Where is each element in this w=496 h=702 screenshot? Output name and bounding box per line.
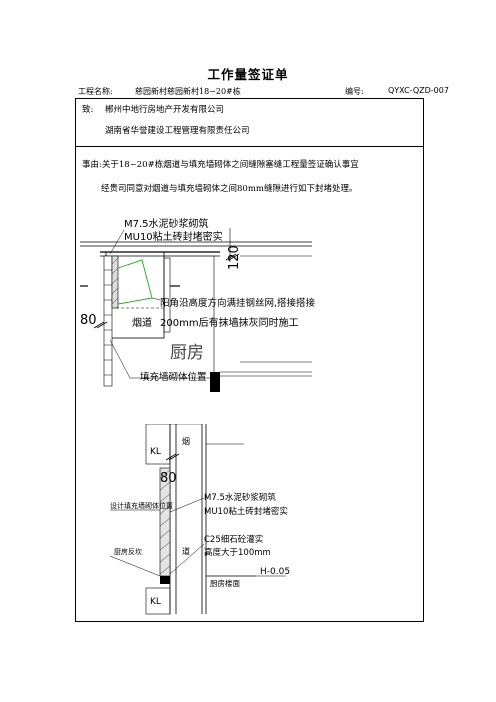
number-label: 编号: [345,87,364,96]
section-note-2: MU10粘土砖封堵密实 [204,506,288,517]
section-kl-bottom: KL [150,597,161,607]
matter-line-2: 经贵司同意对烟道与填充墙砌体之间80mm缝隙进行如下封堵处理。 [101,184,358,194]
project-label: 工程名称: [78,87,113,96]
section-elevation: H-0.05 [260,567,290,577]
plan-flue-label: 烟道 [132,316,152,329]
section-dim-80: 80 [160,471,177,486]
section-flue-bottom: 道 [182,546,190,556]
matter-line-1: 事由:关于18~20#栋烟道与填充墙砌体之间缝隙塞缝工程量签证确认事宜 [82,160,359,170]
plan-note-4: 200mm后有抹墙抹灰同时施工 [160,316,299,329]
plan-kitchen-label: 厨房 [170,343,204,363]
plan-dim-80: 80 [80,313,97,328]
document-title: 工作量签证单 [207,67,289,82]
section-kl-top: KL [150,447,161,457]
to-label: 致: [82,105,94,115]
plan-note-2: MU10粘土砖封堵密实 [124,230,223,243]
section-divider [76,146,423,147]
plan-note-5: 填充墙砌体位置 [140,371,207,383]
section-note-1: M7.5水泥砂浆砌筑 [204,492,276,503]
plan-note-3: 阳角沿高度方向满挂钢丝网,搭接搭接 [160,297,316,309]
project-name: 慈园新村慈园新村18~20#栋 [135,87,241,96]
sealed-gap [111,255,119,309]
steel-mesh [117,259,153,305]
recipient-2: 湖南省华誉建设工程管理有限责任公司 [105,126,250,136]
document-number: QYXC-QZD-007 [388,86,449,95]
section-c25-1: C25细石砼灌实 [204,534,263,545]
section-kitchen-floor: 厨房楼面 [210,578,240,588]
form-frame: 致: 郴州中地行房地产开发有限公司 湖南省华誉建设工程管理有限责任公司 事由:关… [75,98,424,622]
plan-note-1: M7.5水泥砂浆砌筑 [124,217,209,230]
section-c25-2: 高度大于100mm [204,547,271,558]
infill-wall [103,255,113,387]
recipient-1: 郴州中地行房地产开发有限公司 [105,105,225,115]
section-design-wall: 设计填充墙砌体位置 [110,501,173,510]
section-kitchen-curb: 厨房反坎 [114,547,142,556]
section-drawing: KL KL 烟 道 80 M7.5水泥砂浆砌筑 MU10粘土砖封堵密实 设计填充… [110,424,290,615]
section-flue-top: 烟 [182,437,190,446]
plan-dim-120: 120 [227,245,242,270]
plan-drawing: M7.5水泥砂浆砌筑 MU10粘土砖封堵密实 120 80 烟道 阳角沿高度方向… [80,217,316,392]
